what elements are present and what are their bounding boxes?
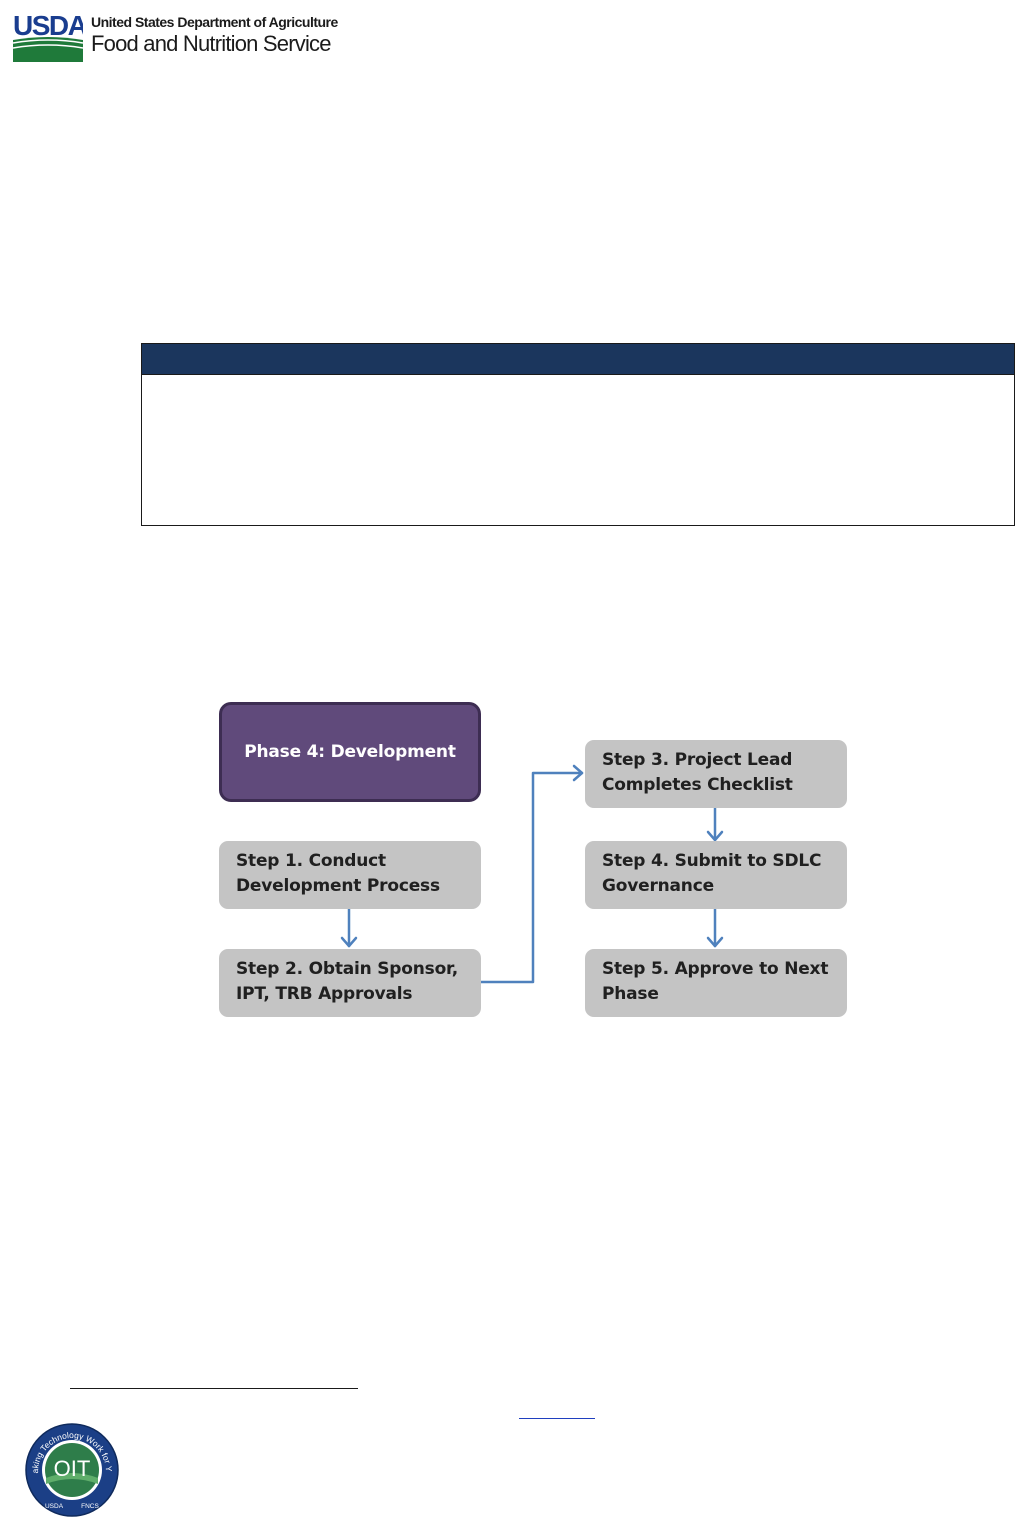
usda-wordmark: USDA	[13, 10, 83, 41]
step-2-line-2: IPT, TRB Approvals	[236, 984, 413, 1004]
oit-seal-icon: OIT Making Technology Work for You USDA …	[24, 1422, 119, 1517]
logo-agency-line: Food and Nutrition Service	[91, 31, 331, 56]
step-1-box: Step 1. Conduct Development Process	[219, 841, 481, 909]
step-3-line-1: Step 3. Project Lead	[602, 750, 793, 770]
footnote-link-underline[interactable]	[519, 1418, 595, 1419]
logo-agency-name: United States Department of Agriculture …	[91, 14, 338, 57]
step-4-line-1: Step 4. Submit to SDLC	[602, 851, 822, 871]
step-4-line-2: Governance	[602, 876, 714, 896]
phase-process-diagram: Phase 4: Development Step 1. Conduct Dev…	[219, 702, 847, 1017]
usda-fns-logo: USDA United States Department of Agricul…	[13, 10, 343, 66]
phase-title: Phase 4: Development	[244, 741, 456, 762]
step-2-line-1: Step 2. Obtain Sponsor,	[236, 959, 458, 979]
seal-center-text: OIT	[54, 1456, 91, 1481]
phase-title-box: Phase 4: Development	[219, 702, 481, 802]
info-table-box	[141, 343, 1015, 526]
seal-bottom-right-text: FNCS	[81, 1503, 99, 1510]
diagram-connectors	[340, 764, 724, 984]
arrow-step2-to-step3	[479, 771, 584, 984]
step-3-line-2: Completes Checklist	[602, 775, 793, 795]
info-table-header-bar	[142, 344, 1014, 375]
footnote-separator	[70, 1388, 358, 1389]
step-4-box: Step 4. Submit to SDLC Governance	[585, 841, 847, 909]
step-1-line-1: Step 1. Conduct	[236, 851, 386, 871]
step-5-line-2: Phase	[602, 984, 659, 1004]
usda-logo-mark-icon: USDA	[13, 10, 83, 62]
step-2-box: Step 2. Obtain Sponsor, IPT, TRB Approva…	[219, 949, 481, 1017]
step-3-box: Step 3. Project Lead Completes Checklist	[585, 740, 847, 808]
step-5-box: Step 5. Approve to Next Phase	[585, 949, 847, 1017]
logo-department-line: United States Department of Agriculture	[91, 14, 338, 30]
seal-bottom-left-text: USDA	[45, 1503, 64, 1510]
step-5-line-1: Step 5. Approve to Next	[602, 959, 829, 979]
step-1-line-2: Development Process	[236, 876, 440, 896]
